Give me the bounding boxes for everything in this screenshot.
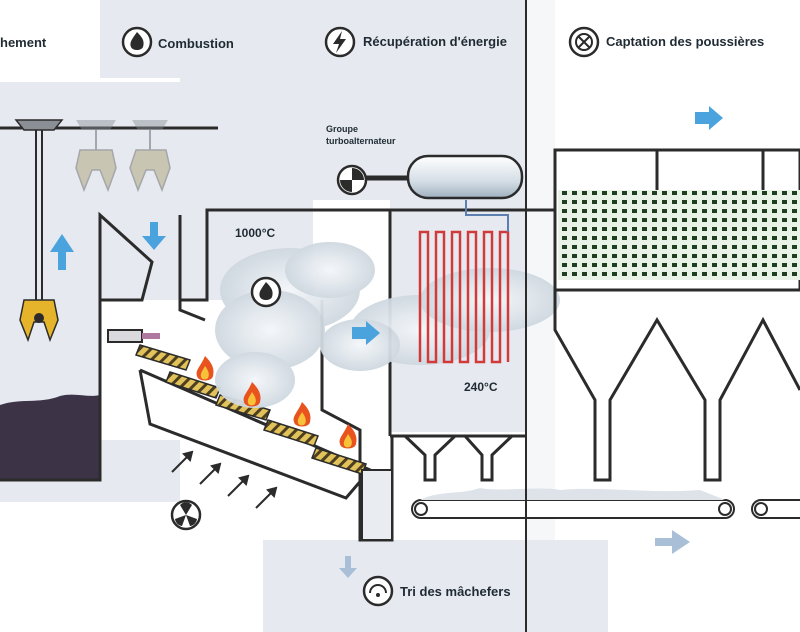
- groupe-label: Groupe: [326, 124, 359, 134]
- crane-grab-ghosts: [75, 120, 171, 193]
- turbine-icon: [336, 164, 368, 196]
- heat-exchanger-coil: [418, 230, 510, 364]
- recuperation-header-icon: [324, 26, 356, 58]
- waste-pile: [0, 394, 100, 480]
- turboalternateur-label: turboalternateur: [326, 136, 396, 146]
- dust-filter: [553, 148, 800, 482]
- furnace-temperature: 1000°C: [235, 226, 276, 240]
- flow-arrows: [50, 106, 723, 578]
- grate: [134, 344, 367, 475]
- combustion-header-icon: [121, 26, 153, 58]
- section-tri-label: Tri des mâchefers: [400, 584, 511, 599]
- crane-grab: [14, 119, 64, 343]
- fan-icon: [170, 499, 202, 531]
- section-recuperation-label: Récupération d'énergie: [363, 34, 507, 49]
- sorting-icon: [362, 575, 394, 607]
- furnace-flame-icon: [250, 276, 282, 308]
- turbo-alternator: [360, 154, 524, 200]
- section-stockage-label: hement: [0, 35, 47, 50]
- exchanger-temperature: 240°C: [464, 380, 498, 394]
- captation-header-icon: [568, 26, 600, 58]
- conveyors: [411, 488, 800, 519]
- air-arrows: [171, 450, 278, 509]
- section-combustion-label: Combustion: [158, 36, 234, 51]
- section-captation-label: Captation des poussières: [606, 34, 765, 49]
